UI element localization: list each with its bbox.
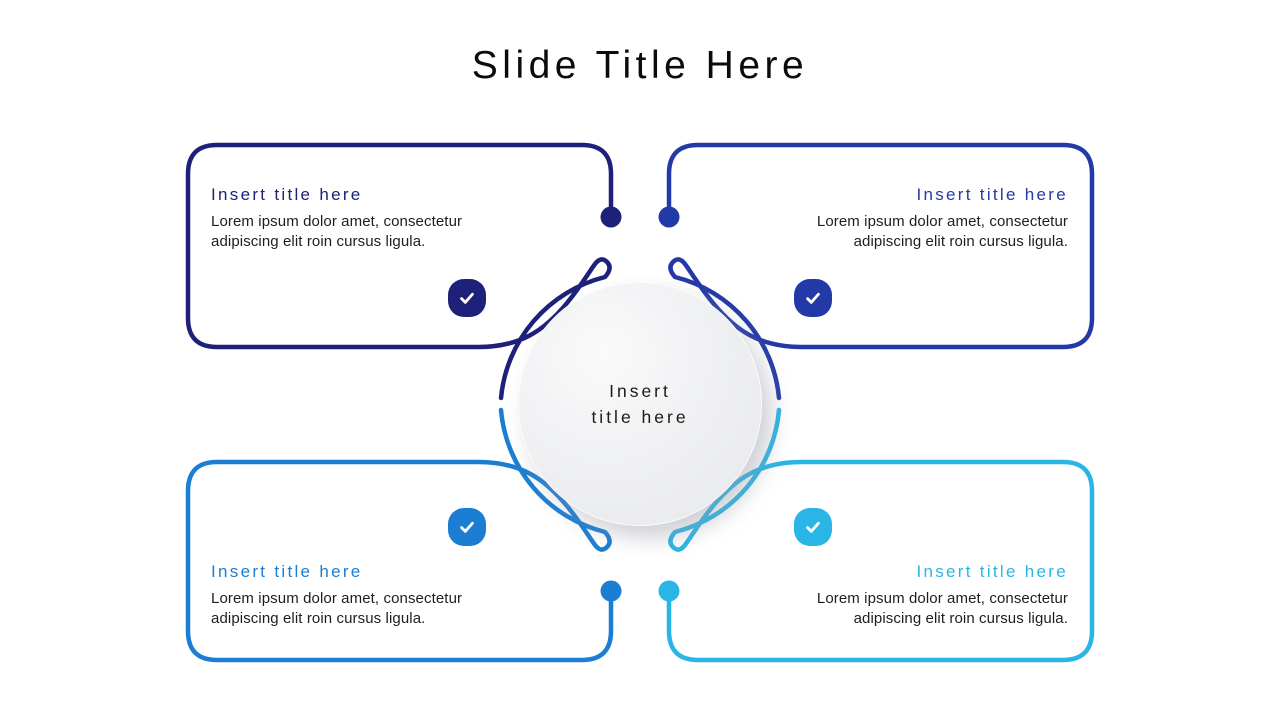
connector-dot-top-right	[658, 206, 680, 228]
card-body-line2: adipiscing elit roin cursus ligula.	[211, 610, 426, 627]
check-badge-top-right	[794, 279, 832, 317]
card-body-line2: adipiscing elit roin cursus ligula.	[853, 233, 1068, 250]
check-icon	[460, 521, 474, 533]
check-icon	[806, 521, 820, 533]
connector-dot-bottom-left	[600, 580, 622, 602]
card-outline-top-left	[185, 142, 614, 401]
slide-title: Slide Title Here	[471, 44, 809, 87]
card-outline-bottom-right	[666, 407, 1095, 663]
center-title-line2: title here	[591, 407, 689, 427]
card-bottom-left: Insert title here Lorem ipsum dolor amet…	[211, 562, 521, 629]
check-icon	[806, 292, 820, 304]
card-bottom-right: Insert title here Lorem ipsum dolor amet…	[758, 562, 1068, 629]
card-outline-bottom-left	[185, 407, 614, 663]
card-body-line2: adipiscing elit roin cursus ligula.	[853, 610, 1068, 627]
card-title: Insert title here	[916, 185, 1068, 204]
connector-dot-top-left	[600, 206, 622, 228]
center-circle: Insert title here	[518, 282, 762, 526]
card-title: Insert title here	[211, 562, 363, 581]
center-title-line1: Insert	[609, 381, 671, 401]
card-body-line1: Lorem ipsum dolor amet, consectetur	[816, 590, 1068, 607]
card-title: Insert title here	[916, 562, 1068, 581]
connector-dot-bottom-right	[658, 580, 680, 602]
card-title: Insert title here	[211, 185, 363, 204]
check-badge-bottom-left	[448, 508, 486, 546]
card-body-line1: Lorem ipsum dolor amet, consectetur	[816, 213, 1068, 230]
card-top-left: Insert title here Lorem ipsum dolor amet…	[211, 185, 521, 252]
card-body-line2: adipiscing elit roin cursus ligula.	[211, 233, 426, 250]
check-badge-bottom-right	[794, 508, 832, 546]
check-icon	[460, 292, 474, 304]
card-body-line1: Lorem ipsum dolor amet, consectetur	[211, 213, 463, 230]
card-body-line1: Lorem ipsum dolor amet, consectetur	[211, 590, 463, 607]
check-badge-top-left	[448, 279, 486, 317]
card-top-right: Insert title here Lorem ipsum dolor amet…	[758, 185, 1068, 252]
card-outline-top-right	[666, 142, 1095, 401]
